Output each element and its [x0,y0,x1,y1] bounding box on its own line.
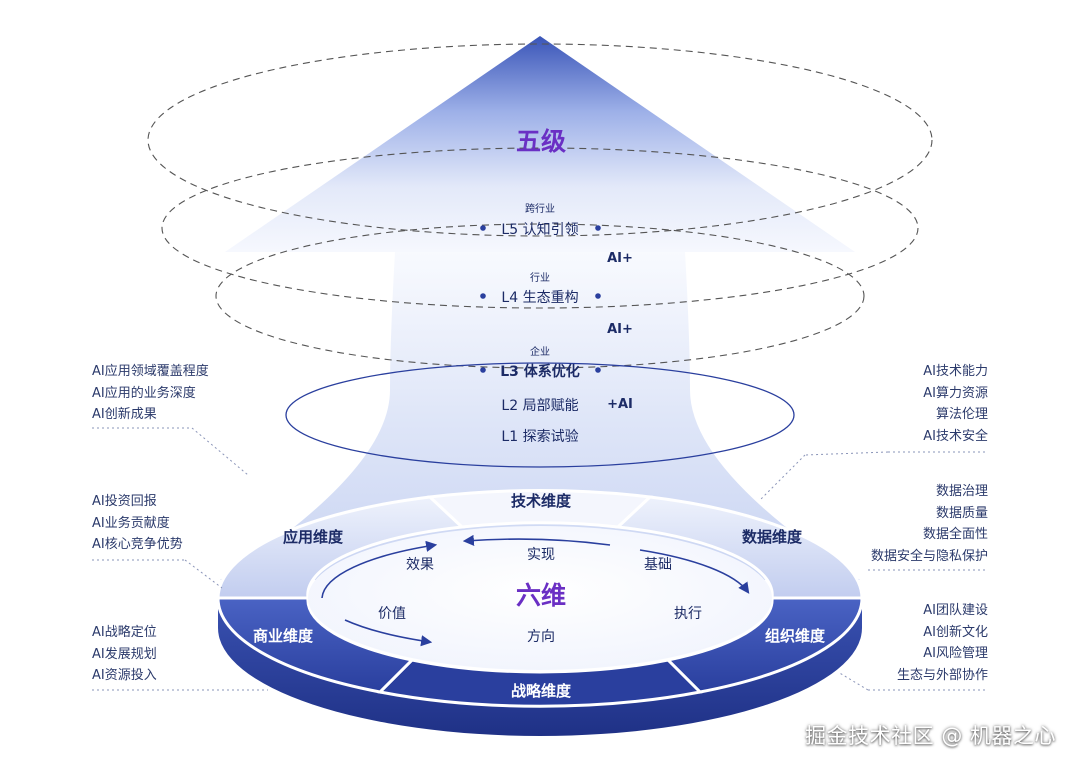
list-item: AI技术能力 [923,364,988,379]
level-ellipse-top [147,43,933,237]
funnel-body [220,252,860,580]
dimension-tech: 技术维度 [511,492,572,510]
list-item: AI风险管理 [923,646,988,661]
level-dot [480,367,486,373]
level-label-l3: L3 体系优化 [500,363,580,380]
list-item: AI资源投入 [92,668,157,683]
leader-tech-diag2 [759,454,806,501]
list-item: 算法伦理 [935,407,988,422]
inner-label-value: 价值 [378,606,406,622]
arrow-bottom-left [344,619,433,647]
dimension-data: 数据维度 [742,528,803,546]
level-label-l4: L4 生态重构 [501,290,578,306]
list-item: AI技术安全 [923,428,988,444]
inner-label-foundation: 基础 [644,556,672,573]
dimension-strategy: 战略维度 [511,682,572,700]
list-org: AI团队建设 AI创新文化 AI风险管理 生态与外部协作 [897,600,988,686]
arrow-right [639,549,750,594]
leader-application-diag [191,427,249,476]
list-item: AI应用的业务深度 [92,385,196,401]
ai-tag: AI+ [607,251,633,266]
list-item: AI创新成果 [92,407,157,422]
list-item: AI投资回报 [92,494,157,509]
leader-business-diag [184,559,223,589]
list-application: AI应用领域覆盖程度 AI应用的业务深度 AI创新成果 [92,361,209,426]
inner-label-implement: 实现 [527,547,555,563]
leader-tech-diag [804,451,889,456]
level-ellipse-l5 [161,147,919,309]
inner-disc [308,526,772,670]
dimension-org: 组织维度 [765,627,826,645]
level-ellipse-l4 [215,223,865,369]
level-scope-l4: 行业 [530,271,550,284]
level-dot [480,225,486,231]
inner-label-effect: 效果 [406,557,434,573]
level-dot [595,293,601,299]
list-item: AI战略定位 [92,625,157,640]
list-item: AI核心竞争优势 [92,537,183,552]
diagram-title: 五级 [516,127,566,156]
dimension-business: 商业维度 [253,627,314,645]
arrow-left-top [321,540,438,599]
list-item: 数据全面性 [922,527,988,542]
level-dot [595,367,601,373]
dimension-application: 应用维度 [283,528,344,546]
list-item: AI算力资源 [923,385,988,401]
ai-tag: +AI [607,397,633,412]
list-item: AI创新文化 [923,624,988,640]
level-label-l1: L1 探索试验 [501,428,578,445]
pyramid-top [225,36,855,252]
arrow-top [462,534,611,546]
list-item: AI团队建设 [923,603,988,618]
list-business: AI投资回报 AI业务贡献度 AI核心竞争优势 [92,491,183,556]
level-scope-l5: 跨行业 [525,202,555,215]
list-item: 数据安全与隐私保护 [870,548,988,564]
list-strategy: AI战略定位 AI发展规划 AI资源投入 [92,622,157,687]
inner-label-direction: 方向 [527,629,555,645]
watermark: 掘金技术社区 @ 机器之心 [805,724,1056,748]
ring-side [218,598,862,736]
level-dot [595,225,601,231]
inner-label-execution: 执行 [674,606,702,622]
level-label-l2: L2 局部赋能 [501,398,578,414]
level-scope-l3: 企业 [530,345,550,358]
list-tech: AI技术能力 AI算力资源 算法伦理 AI技术安全 [923,361,988,447]
level-ellipse-base [285,362,795,468]
list-item: AI发展规划 [92,646,157,662]
segment-business [216,596,416,694]
ai-tag: AI+ [607,322,633,337]
list-item: 生态与外部协作 [896,667,988,683]
list-item: 数据质量 [935,505,988,521]
level-dot [480,293,486,299]
leader-org-diag [837,671,869,691]
center-label: 六维 [516,581,566,610]
list-data: 数据治理 数据质量 数据全面性 数据安全与隐私保护 [871,481,988,567]
list-item: 数据治理 [935,484,988,499]
list-item: AI业务贡献度 [92,515,170,531]
level-label-l5: L5 认知引领 [501,221,578,238]
list-item: AI应用领域覆盖程度 [92,364,209,379]
